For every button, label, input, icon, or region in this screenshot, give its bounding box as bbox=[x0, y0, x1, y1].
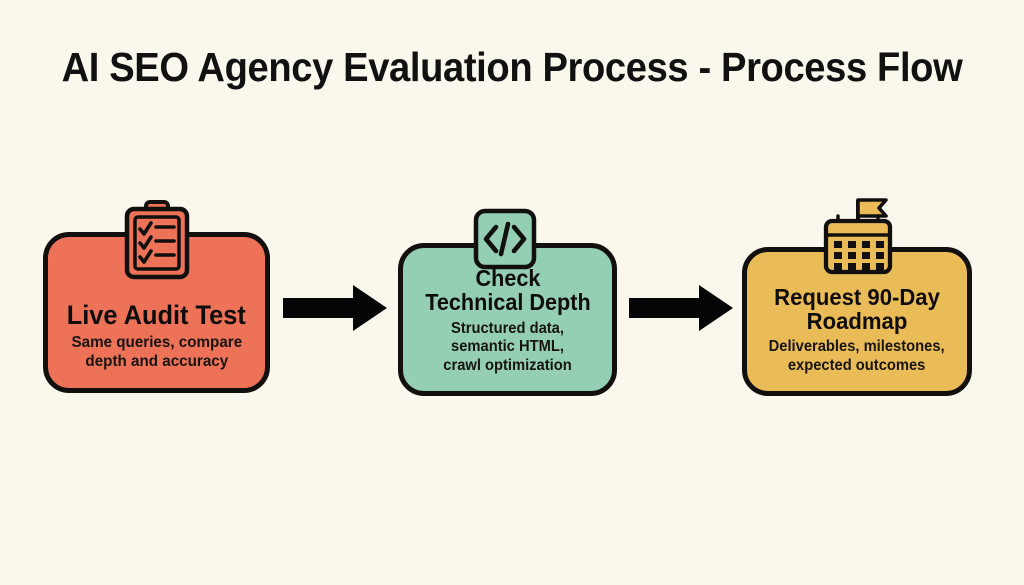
calendar-flag-icon bbox=[816, 197, 900, 275]
step-subtitle: Structured data, semantic HTML, crawl op… bbox=[443, 320, 572, 374]
step-subtitle: Deliverables, milestones, expected outco… bbox=[769, 338, 945, 374]
connector-arrow-1 bbox=[283, 284, 387, 332]
process-step-check-technical-depth[interactable]: Check Technical Depth Structured data, s… bbox=[398, 243, 617, 396]
clipboard-checklist-icon bbox=[117, 200, 197, 280]
code-brackets-icon bbox=[472, 208, 538, 270]
step-title: Live Audit Test bbox=[66, 300, 247, 331]
step-title: Check Technical Depth bbox=[424, 265, 591, 316]
connector-arrow-2 bbox=[629, 284, 733, 332]
page-title: AI SEO Agency Evaluation Process - Proce… bbox=[61, 44, 963, 90]
step-subtitle: Same queries, compare depth and accuracy bbox=[71, 334, 242, 371]
step-title: Request 90-Day Roadmap bbox=[774, 283, 940, 334]
